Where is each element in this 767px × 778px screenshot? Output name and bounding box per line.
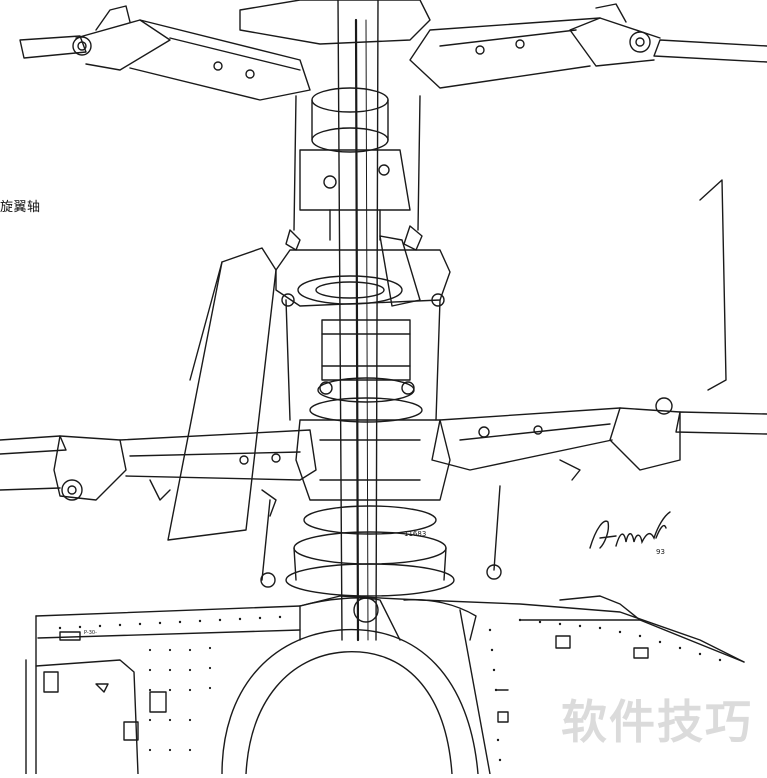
rivets-row-a [58,615,282,630]
lower-left-blade [0,429,317,501]
artist-signature: 93 [589,511,671,556]
rivets-row-c [148,646,212,752]
rotor-shaft-label: 旋翼轴 [0,200,41,215]
panel-note: P-30- [84,630,97,636]
hub-caption: 11683 [404,530,426,538]
swashplate [275,235,451,421]
upper-left-blade [19,5,311,101]
watermark-text: 软件技巧 [561,695,753,749]
signature-number: 93 [656,548,665,556]
middle-drum [309,319,423,423]
rivets-row-b [488,618,722,762]
fin-outline-2 [189,261,223,381]
lower-right-blade [431,397,767,481]
access-panels [43,631,649,741]
lower-hub [260,419,502,597]
fin-outline [167,247,277,541]
upper-right-blade [409,3,767,89]
rivet-lines [58,615,722,762]
upper-hub [239,0,431,251]
engine-intake [221,597,479,775]
